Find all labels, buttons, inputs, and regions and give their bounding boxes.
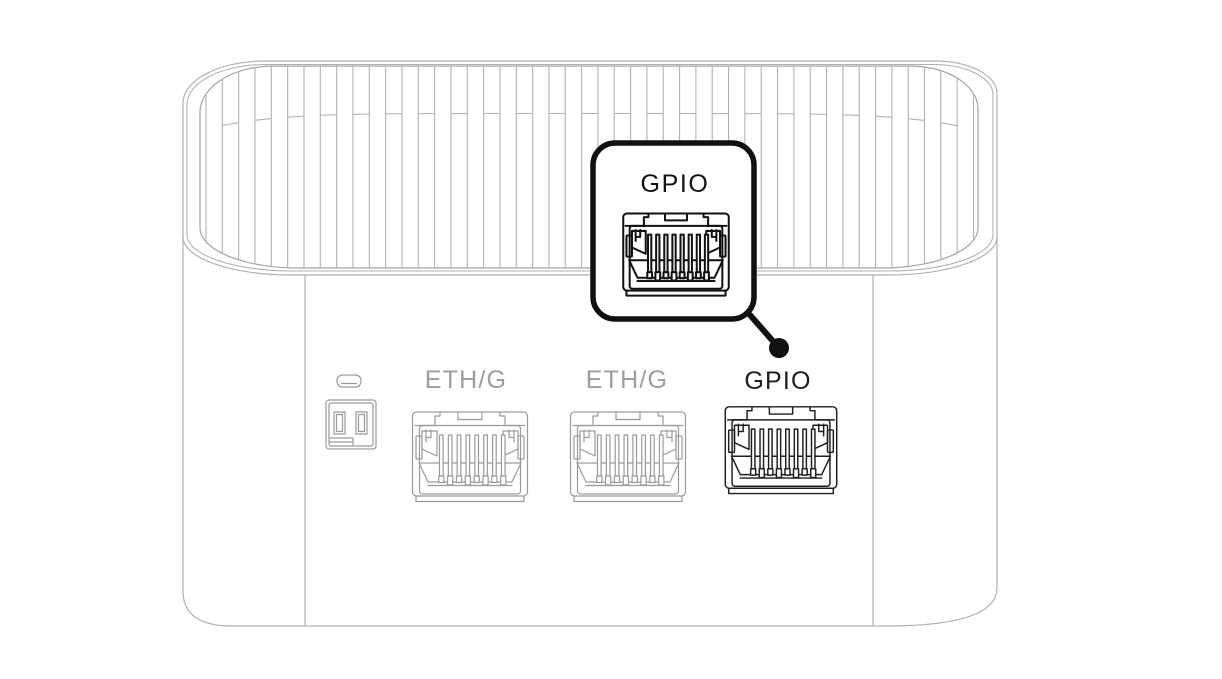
callout-dot [769, 338, 789, 358]
grille-rim-inner-line [186, 63, 994, 272]
gpio-label: GPIO [744, 367, 811, 395]
gpio-callout: GPIO [590, 140, 789, 358]
device-body [182, 230, 998, 627]
eth-port-2 [569, 411, 687, 503]
grille-outer-rim [182, 60, 998, 276]
grille-back-rim-segments [222, 112, 958, 127]
callout-box [590, 140, 757, 322]
gpio-port [724, 406, 838, 495]
callout-gpio-label: GPIO [641, 170, 710, 198]
usb-c-port [336, 374, 362, 388]
eth1-label: ETH/G [425, 366, 507, 394]
eth2-label: ETH/G [586, 366, 668, 394]
power-pin-left [333, 411, 346, 435]
power-connector-step [329, 437, 354, 446]
grille-band [182, 60, 998, 276]
power-pin-right [355, 411, 368, 435]
eth-port-1 [411, 411, 529, 503]
power-pin-left-inner [335, 413, 344, 433]
power-connector-inner [328, 402, 374, 447]
body-silhouette [182, 230, 998, 627]
power-pin-right-inner [357, 413, 366, 433]
power-port [325, 374, 377, 450]
grille-inner-boundary [199, 65, 979, 269]
power-connector-outer [325, 399, 377, 450]
